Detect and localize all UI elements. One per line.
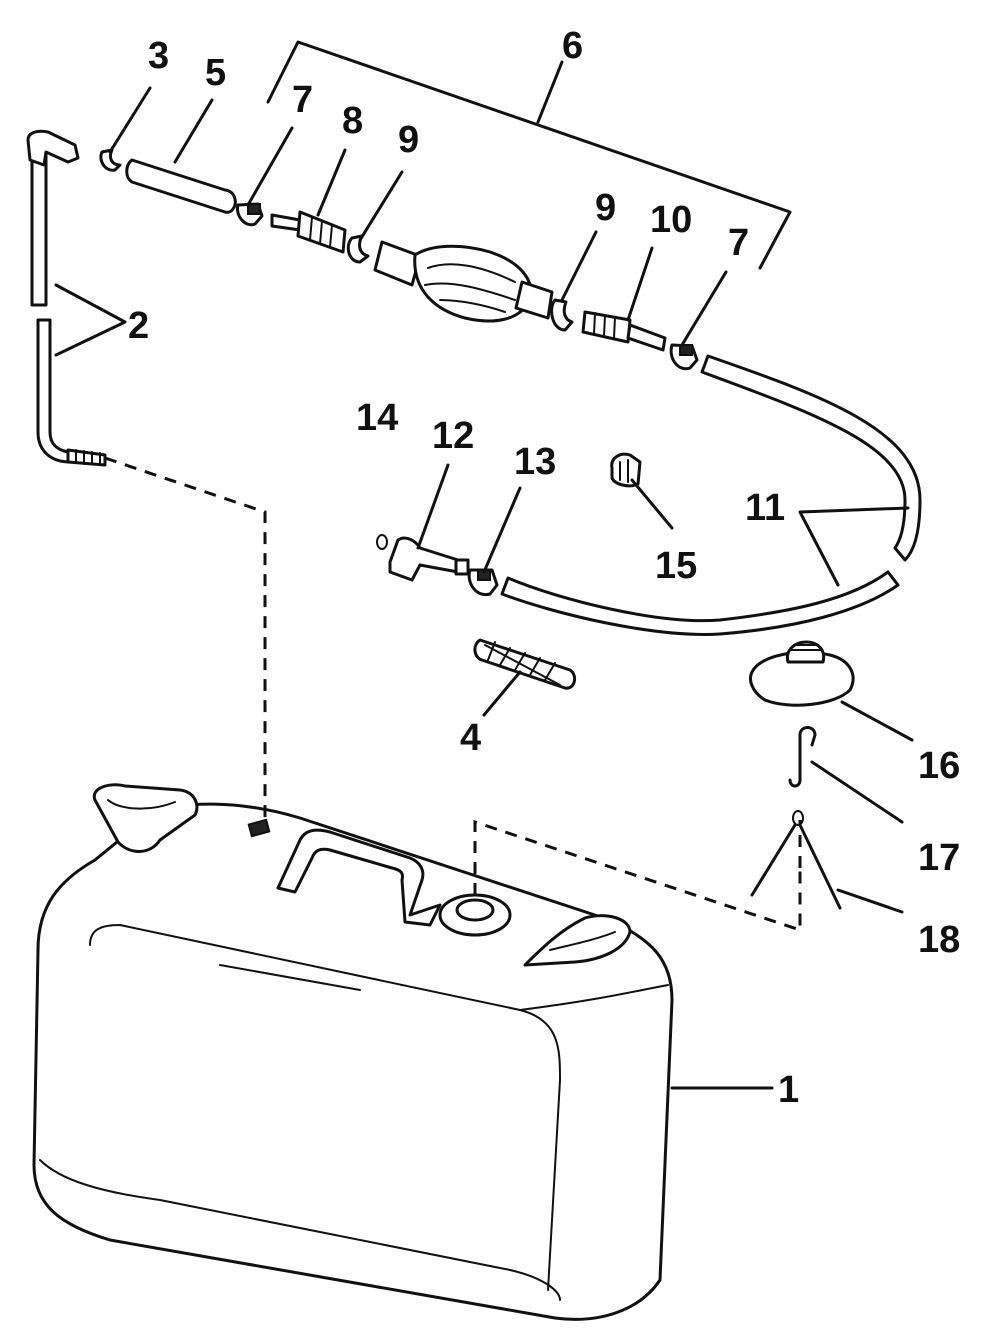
label-part-9-left: 9 [398, 119, 419, 161]
connector-8 [270, 210, 347, 254]
connector-10 [581, 310, 667, 352]
filler-neck [438, 893, 512, 937]
label-part-13: 13 [514, 441, 556, 483]
label-part-10: 10 [650, 199, 692, 241]
label-part-11: 11 [745, 487, 785, 529]
label-part-3: 3 [148, 35, 169, 77]
label-part-5: 5 [205, 52, 226, 94]
label-part-9-right: 9 [595, 187, 616, 229]
fuel-hose-11 [500, 354, 922, 636]
hook-17 [788, 726, 817, 788]
spring-18 [750, 810, 842, 910]
label-part-7-left: 7 [292, 79, 313, 121]
tank-handle [276, 828, 442, 927]
leader-lines [54, 40, 914, 1090]
label-part-18: 18 [918, 919, 960, 961]
pickup-tube [26, 129, 107, 467]
pickup-fitting [247, 818, 271, 838]
hose-clamp-13 [467, 568, 499, 597]
label-part-1: 1 [778, 1069, 799, 1111]
fuel-tank [32, 802, 674, 1321]
fitting-12 [388, 536, 470, 582]
cap-15 [610, 452, 642, 488]
o-ring-14 [376, 534, 388, 550]
hose-clamp-7-left [235, 202, 264, 227]
label-part-4: 4 [460, 717, 481, 759]
primer-bulb [373, 240, 554, 323]
fuel-cap-16 [749, 640, 855, 707]
label-part-14: 14 [356, 397, 398, 439]
label-part-2: 2 [128, 305, 149, 347]
hose-clamp-7-right [669, 343, 699, 371]
label-part-12: 12 [432, 415, 474, 457]
label-part-16: 16 [918, 745, 960, 787]
assembly-lines [104, 456, 802, 933]
tank-lug-left [92, 783, 199, 853]
tank-lug-right [523, 914, 632, 967]
label-part-15: 15 [655, 545, 697, 587]
part-labels: 1 2 3 4 5 6 7 8 9 9 10 7 11 12 13 14 15 … [128, 25, 960, 1111]
label-part-17: 17 [918, 837, 960, 879]
clip-9-right [550, 298, 574, 332]
label-part-8: 8 [342, 100, 363, 142]
label-part-7-right: 7 [728, 222, 749, 264]
filter-screen-4 [473, 638, 577, 690]
clip-9-left [346, 234, 370, 264]
label-part-6: 6 [562, 25, 583, 67]
clip-3 [99, 148, 122, 172]
hose-5 [125, 158, 237, 214]
